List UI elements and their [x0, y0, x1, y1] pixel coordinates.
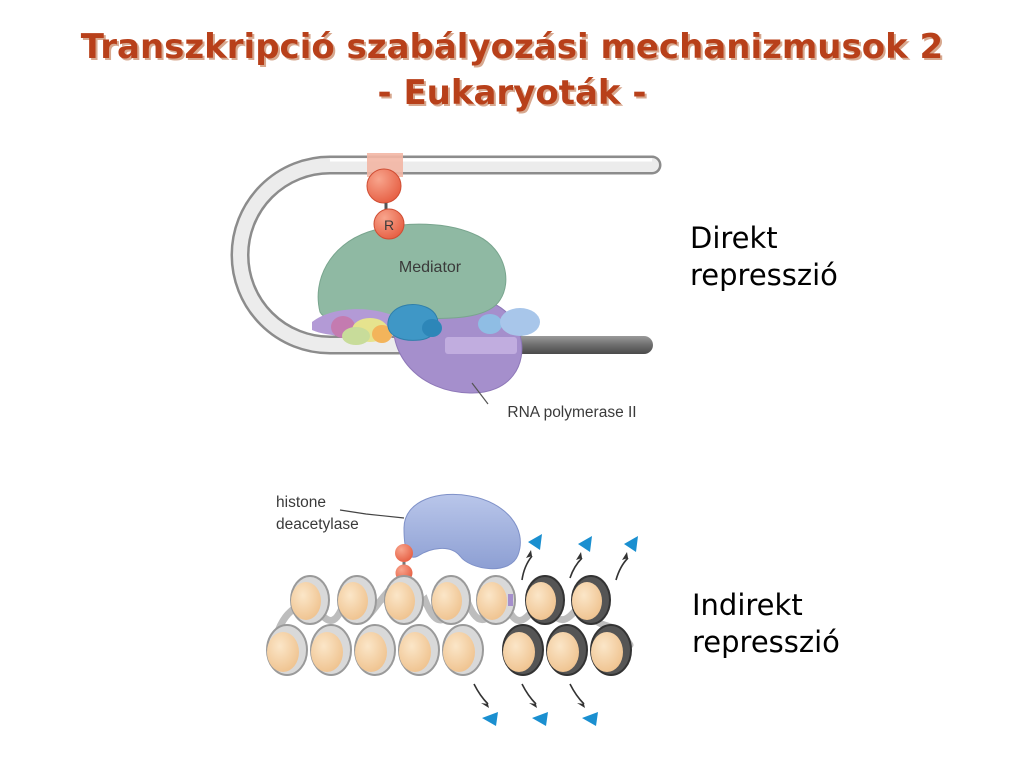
- transcription-factor-cluster: [312, 304, 540, 345]
- direct-repression-diagram: Mediator R RNA polymerase II: [230, 153, 662, 421]
- indirect-label-line-2: represszió: [692, 625, 840, 659]
- enzyme-pointer-line: [339, 509, 405, 519]
- nucleosome: [398, 624, 440, 676]
- direct-label-line-2: represszió: [690, 258, 838, 292]
- indirect-repression-label: Indirekt represszió: [692, 587, 840, 661]
- nucleosome-row-upper: [290, 575, 611, 625]
- slide-title-line-2: - Eukaryoták -: [377, 73, 647, 113]
- nucleosome: [290, 575, 330, 625]
- nucleosome: [337, 575, 377, 625]
- polymerase-label: RNA polymerase II: [507, 404, 636, 421]
- gene-segment: [515, 336, 653, 354]
- acetyl-arrow: [615, 536, 638, 581]
- acetyl-arrow: [521, 534, 542, 581]
- mediator-complex: Mediator: [317, 223, 507, 323]
- nucleosome-deacetylated: [502, 624, 544, 676]
- slide-title-line-1: Transzkripció szabályozási mechanizmusok…: [80, 27, 944, 67]
- promoter-region: [445, 337, 517, 354]
- repressor: R: [366, 153, 405, 240]
- nucleosome: [431, 575, 471, 625]
- direct-repression-label: Direkt represszió: [690, 220, 838, 294]
- slide-title: Transzkripció szabályozási mechanizmusok…: [0, 24, 1024, 116]
- histone-deacetylase: [395, 493, 521, 582]
- chromatin-fiber: [266, 575, 634, 676]
- nucleosome-deacetylated: [571, 575, 611, 625]
- acetyl-arrow: [569, 536, 592, 579]
- acetyl-groups-released-bottom: [473, 683, 598, 726]
- enzyme-label-line-2: deacetylase: [276, 516, 359, 533]
- nucleosome-deacetylated: [590, 624, 632, 676]
- indirect-label-line-1: Indirekt: [692, 588, 803, 622]
- direct-label-line-1: Direkt: [690, 221, 778, 255]
- nucleosome: [442, 624, 484, 676]
- nucleosome-deacetylated: [525, 575, 565, 625]
- indirect-repression-diagram: histone deacetylase: [266, 493, 638, 726]
- nucleosome: [476, 575, 516, 625]
- acetyl-arrow: [569, 683, 598, 726]
- enzyme-label-line-1: histone: [276, 494, 326, 511]
- nucleosome: [310, 624, 352, 676]
- nucleosome-row-lower: [266, 624, 632, 676]
- repressor-label: R: [384, 217, 394, 233]
- acetyl-arrow: [521, 683, 548, 726]
- mediator-label: Mediator: [399, 259, 462, 276]
- acetyl-arrow: [473, 683, 498, 726]
- nucleosome: [266, 624, 308, 676]
- nucleosome: [384, 575, 424, 625]
- nucleosome: [354, 624, 396, 676]
- acetyl-groups-released-top: [521, 534, 638, 581]
- nucleosome-deacetylated: [546, 624, 588, 676]
